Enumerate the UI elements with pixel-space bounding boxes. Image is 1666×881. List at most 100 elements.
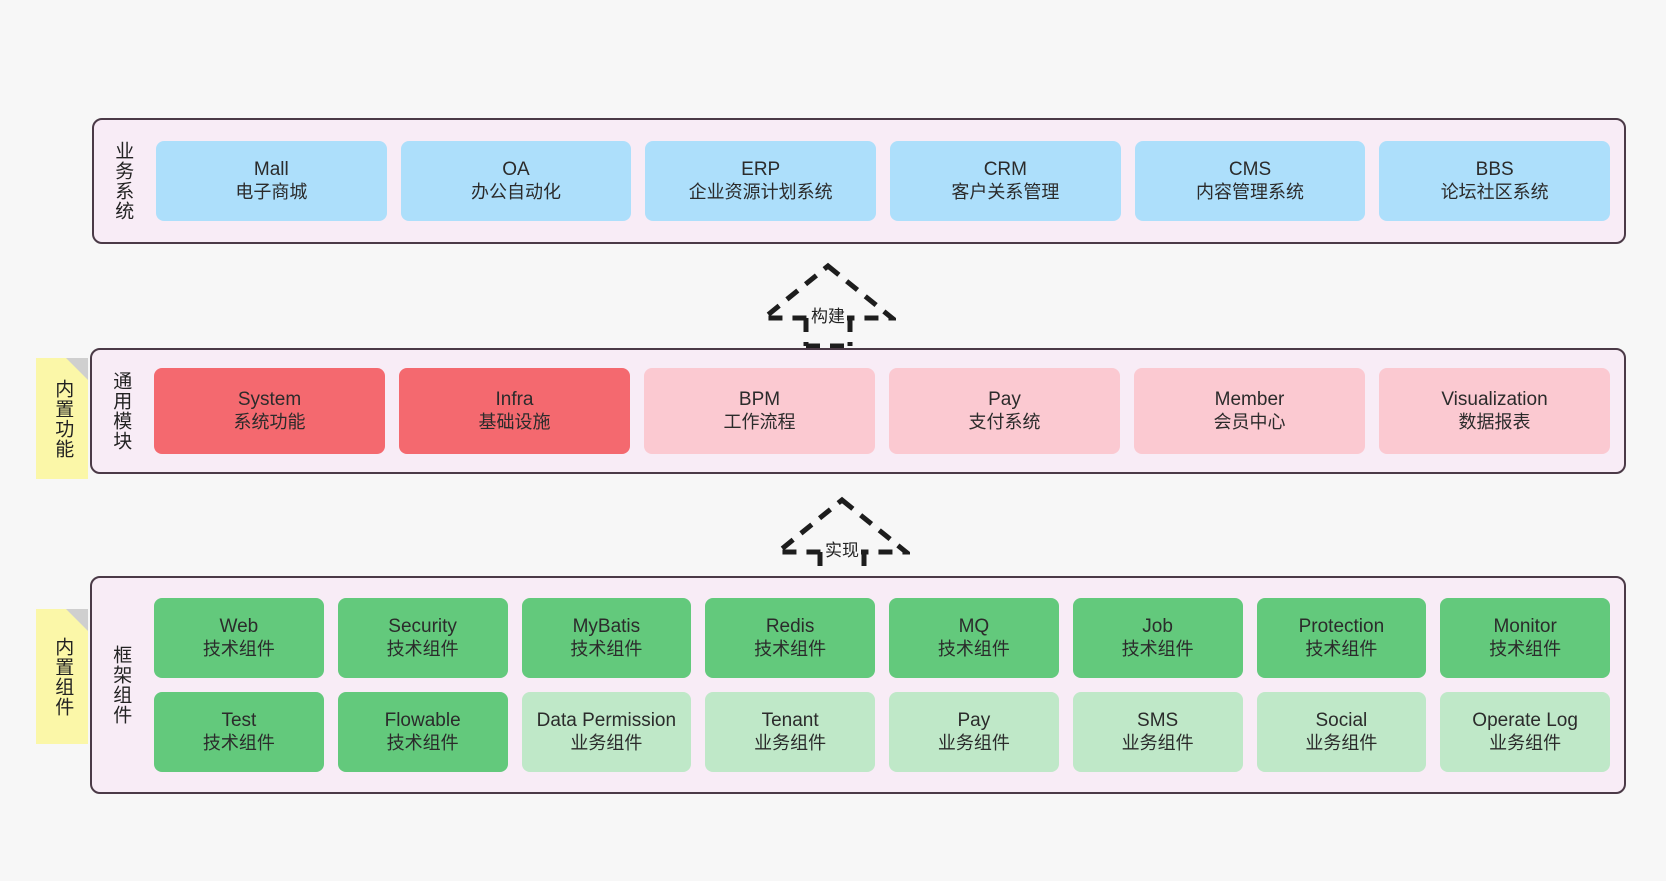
node-title: Monitor [1493, 615, 1557, 637]
layer-framework-component: 框架组件 Web 技术组件 Security 技术组件 MyBatis 技术组件 [90, 576, 1626, 794]
node-subtitle: 业务组件 [1489, 733, 1562, 754]
node-subtitle: 技术组件 [202, 733, 275, 754]
node-subtitle: 技术组件 [1121, 639, 1194, 660]
node-subtitle: 技术组件 [1305, 639, 1378, 660]
node-title: OA [502, 158, 530, 180]
node-subtitle: 技术组件 [202, 639, 275, 660]
node-redis[interactable]: Redis 技术组件 [705, 598, 875, 678]
layer-business-system: 业务系统 Mall 电子商城 OA 办公自动化 ERP 企业资源计划系统 [92, 118, 1626, 244]
node-subtitle: 工作流程 [723, 412, 796, 433]
node-mall[interactable]: Mall 电子商城 [156, 141, 387, 221]
node-subtitle: 业务组件 [937, 733, 1010, 754]
note-builtin-function: 内置功能 [36, 358, 88, 479]
node-title: Test [221, 709, 257, 731]
node-subtitle: 基础设施 [478, 412, 551, 433]
layer-title-common-module: 通用模块 [110, 371, 132, 451]
note-fold-corner-icon [66, 609, 88, 631]
connector-build: 构建 [756, 262, 900, 349]
node-subtitle: 系统功能 [233, 412, 306, 433]
node-visualization[interactable]: Visualization 数据报表 [1379, 368, 1610, 454]
node-job[interactable]: Job 技术组件 [1072, 598, 1243, 678]
layer-body-common-module: System 系统功能 Infra 基础设施 BPM 工作流程 Pay 支付系统 [140, 350, 1624, 472]
layer-title-business-system: 业务系统 [112, 141, 134, 221]
node-row: Mall 电子商城 OA 办公自动化 ERP 企业资源计划系统 CRM 客户关系… [156, 141, 1611, 221]
node-oa[interactable]: OA 办公自动化 [400, 141, 632, 221]
node-subtitle: 业务组件 [754, 733, 827, 754]
node-title: Protection [1298, 615, 1385, 637]
node-mybatis[interactable]: MyBatis 技术组件 [521, 598, 692, 678]
node-subtitle: 支付系统 [968, 412, 1041, 433]
node-subtitle: 业务组件 [570, 733, 643, 754]
node-subtitle: 电子商城 [235, 182, 308, 203]
node-member[interactable]: Member 会员中心 [1134, 368, 1365, 454]
node-title: BPM [738, 388, 781, 410]
node-title: Flowable [384, 709, 461, 731]
node-web[interactable]: Web 技术组件 [154, 598, 324, 678]
node-social[interactable]: Social 业务组件 [1256, 692, 1427, 772]
note-label: 内置组件 [52, 636, 74, 717]
node-title: ERP [741, 158, 781, 180]
node-bpm[interactable]: BPM 工作流程 [644, 368, 875, 454]
node-infra[interactable]: Infra 基础设施 [399, 368, 630, 454]
node-subtitle: 技术组件 [1489, 639, 1562, 660]
node-title: SMS [1137, 709, 1179, 731]
note-builtin-component: 内置组件 [36, 609, 88, 744]
node-title: CRM [983, 158, 1027, 180]
node-title: Operate Log [1472, 709, 1578, 731]
connector-implement-label: 实现 [823, 536, 861, 561]
layer-body-business-system: Mall 电子商城 OA 办公自动化 ERP 企业资源计划系统 CRM 客户关系… [142, 120, 1624, 242]
node-subtitle: 技术组件 [386, 639, 459, 660]
node-subtitle: 业务组件 [1305, 733, 1378, 754]
node-security[interactable]: Security 技术组件 [337, 598, 508, 678]
node-mq[interactable]: MQ 技术组件 [889, 598, 1059, 678]
node-subtitle: 会员中心 [1213, 412, 1286, 433]
node-row: Web 技术组件 Security 技术组件 MyBatis 技术组件 Redi… [154, 598, 1610, 678]
node-test[interactable]: Test 技术组件 [154, 692, 324, 772]
node-crm[interactable]: CRM 客户关系管理 [890, 141, 1121, 221]
node-operate-log[interactable]: Operate Log 业务组件 [1440, 692, 1610, 772]
node-subtitle: 客户关系管理 [951, 182, 1060, 203]
node-title: Social [1315, 709, 1368, 731]
node-subtitle: 办公自动化 [471, 182, 561, 203]
node-subtitle: 数据报表 [1458, 412, 1531, 433]
layer-title-framework-component: 框架组件 [110, 645, 132, 725]
note-fold-corner-icon [66, 358, 88, 380]
node-subtitle: 业务组件 [1121, 733, 1194, 754]
node-title: CMS [1228, 158, 1272, 180]
node-subtitle: 企业资源计划系统 [688, 182, 833, 203]
node-subtitle: 技术组件 [570, 639, 643, 660]
layer-common-module: 通用模块 System 系统功能 Infra 基础设施 BPM 工作流程 [90, 348, 1626, 474]
node-title: Mall [253, 158, 289, 180]
node-pay[interactable]: Pay 支付系统 [889, 368, 1120, 454]
node-title: Web [219, 615, 259, 637]
node-title: Job [1142, 615, 1173, 637]
node-subtitle: 内容管理系统 [1196, 182, 1305, 203]
node-title: MyBatis [572, 615, 641, 637]
node-protection[interactable]: Protection 技术组件 [1256, 598, 1427, 678]
node-title: Security [388, 615, 457, 637]
node-subtitle: 技术组件 [754, 639, 827, 660]
node-bbs[interactable]: BBS 论坛社区系统 [1379, 141, 1611, 221]
node-title: Data Permission [536, 709, 677, 731]
node-title: BBS [1475, 158, 1514, 180]
node-title: Infra [495, 388, 534, 410]
node-title: Pay [957, 709, 991, 731]
node-subtitle: 论坛社区系统 [1440, 182, 1549, 203]
layer-body-framework-component: Web 技术组件 Security 技术组件 MyBatis 技术组件 Redi… [140, 578, 1624, 792]
node-tenant[interactable]: Tenant 业务组件 [705, 692, 875, 772]
node-title: Visualization [1441, 388, 1548, 410]
node-erp[interactable]: ERP 企业资源计划系统 [645, 141, 877, 221]
node-subtitle: 技术组件 [937, 639, 1010, 660]
node-pay-business[interactable]: Pay 业务组件 [889, 692, 1059, 772]
node-title: Pay [988, 388, 1021, 410]
node-system[interactable]: System 系统功能 [154, 368, 385, 454]
node-flowable[interactable]: Flowable 技术组件 [337, 692, 508, 772]
node-sms[interactable]: SMS 业务组件 [1072, 692, 1243, 772]
node-data-permission[interactable]: Data Permission 业务组件 [521, 692, 692, 772]
node-title: System [237, 388, 302, 410]
node-cms[interactable]: CMS 内容管理系统 [1134, 141, 1366, 221]
node-title: Tenant [761, 709, 819, 731]
node-monitor[interactable]: Monitor 技术组件 [1440, 598, 1610, 678]
node-title: Redis [765, 615, 815, 637]
